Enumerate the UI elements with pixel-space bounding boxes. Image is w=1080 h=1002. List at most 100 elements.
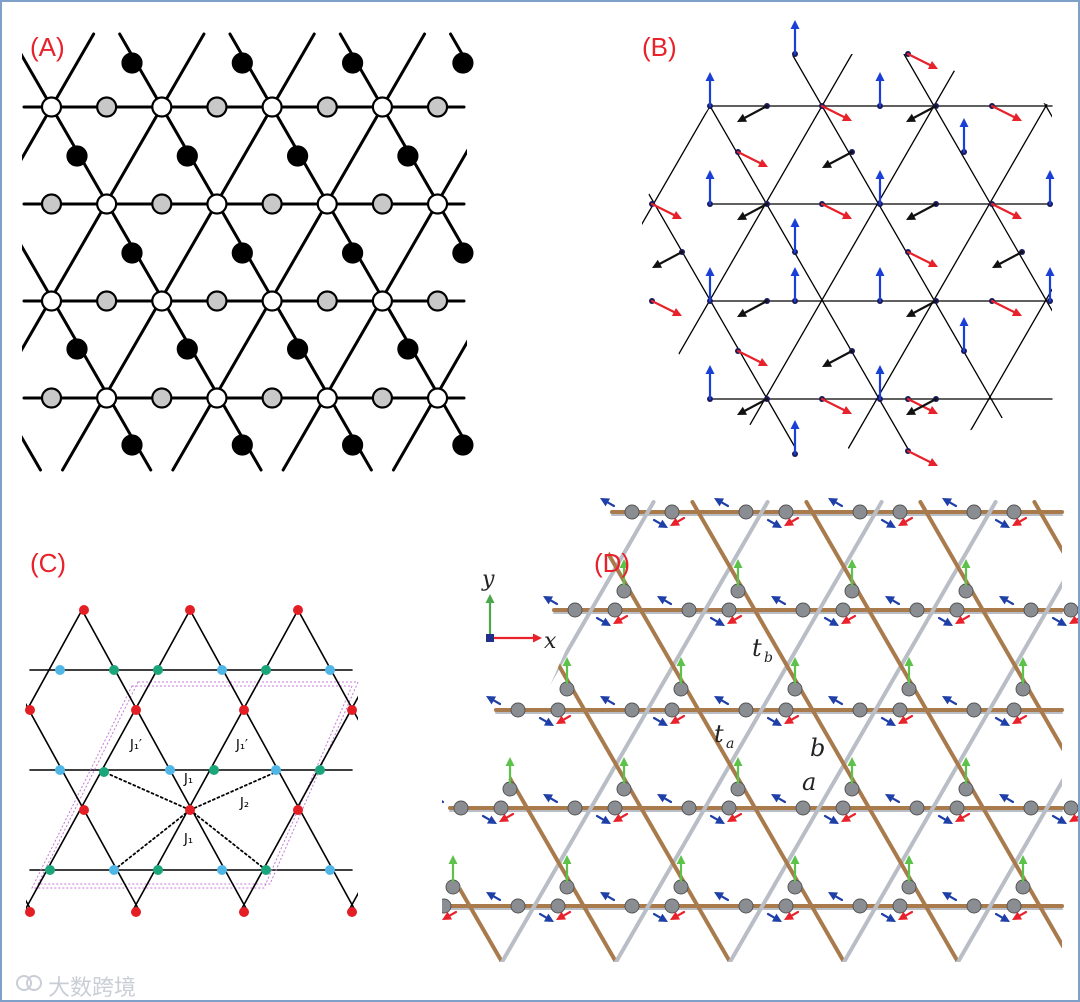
lattice-site [316, 193, 338, 215]
spin-red-arrow-head [955, 615, 966, 624]
lattice-site [121, 52, 143, 74]
diagonal-bond [26, 899, 33, 913]
diagonal-bond [847, 54, 1052, 449]
y-axis-arrow-head [485, 594, 495, 603]
lattice-site [261, 387, 283, 409]
brown-bond [918, 500, 1062, 962]
lattice-site [426, 96, 449, 118]
spin-blue-arrow-head [885, 596, 896, 605]
label-j1-prime-right: J₁′ [236, 738, 248, 753]
spin-blue-arrow-head [942, 498, 953, 507]
spin-up-arrow-head [959, 317, 969, 326]
atom [795, 800, 811, 816]
atom [721, 602, 737, 618]
brown-bond [450, 500, 618, 962]
spin-blue-arrow-head [714, 696, 725, 705]
spin-green-arrow-head [676, 657, 686, 666]
spin-red-arrow-head [1011, 307, 1022, 316]
spin-green-arrow-head [619, 559, 629, 568]
lattice-site [342, 434, 364, 456]
atom [738, 504, 754, 520]
spin-blue-arrow-head [828, 696, 839, 705]
spin-red-arrow-head [841, 210, 852, 219]
spin-green-arrow-head [733, 757, 743, 766]
spin-red-arrow-head [727, 615, 738, 624]
spin-blue-arrow-head [600, 617, 611, 626]
spin-blue-arrow [720, 895, 730, 902]
spin-blue-arrow-head [543, 913, 554, 922]
green-site [209, 765, 219, 775]
atom [738, 702, 754, 718]
spin-blue-arrow [663, 599, 673, 606]
spin-blue-arrow-head [885, 717, 896, 726]
lattice-site [397, 145, 419, 167]
spin-green-arrow-head [961, 757, 971, 766]
spin-green-arrow-head [1018, 855, 1028, 864]
green-site [99, 767, 109, 777]
lattice-site [426, 290, 449, 312]
diagonal-bond [642, 54, 853, 449]
spin-red-arrow-head [1012, 715, 1023, 724]
lattice-site [206, 193, 228, 215]
spin-blue-arrow-head [999, 717, 1010, 726]
green-site [45, 865, 55, 875]
brown-bond [690, 500, 960, 962]
spin-red-arrow [906, 449, 932, 464]
atom [550, 702, 566, 718]
spin-blue-arrow [891, 599, 901, 606]
spin-green-arrow-head [847, 757, 857, 766]
lattice-site [40, 290, 63, 312]
diagonal-bond [81, 609, 249, 913]
spin-red-arrow [650, 202, 676, 217]
spin-blue-arrow-head [657, 794, 668, 803]
spin-blue-arrow-head [600, 815, 611, 824]
spin-red-arrow-head [784, 715, 795, 724]
spin-red-arrow-head [898, 517, 909, 526]
atom [493, 800, 509, 816]
lattice-site [96, 193, 118, 215]
spin-blue-arrow-head [486, 696, 497, 705]
spin-green-arrow-head [562, 855, 572, 864]
spin-blue-arrow [1051, 814, 1061, 821]
red-site [239, 907, 249, 917]
atom [624, 504, 640, 520]
lattice-site [40, 387, 63, 409]
spin-blue-arrow [948, 501, 958, 508]
label-j1-top: J₁ [184, 772, 194, 787]
spin-up-arrow-head [790, 420, 800, 429]
lattice-site [371, 96, 393, 118]
lattice-site [287, 338, 309, 360]
spin-green-arrow-head [790, 657, 800, 666]
green-site [315, 765, 325, 775]
spin-red-arrow-head [784, 517, 795, 526]
atom [835, 800, 851, 816]
red-site [25, 907, 35, 917]
spin-red-arrow-head [613, 813, 624, 822]
lattice-site [397, 338, 419, 360]
spin-red-arrow [733, 812, 743, 819]
spin-blue-arrow-head [999, 596, 1010, 605]
tb-label: t [752, 634, 762, 662]
lattice-site [452, 52, 474, 74]
spin-red-arrow-head [727, 813, 738, 822]
spin-red-arrow-head [499, 813, 510, 822]
lattice-site [261, 193, 283, 215]
spin-up-arrow-head [875, 267, 885, 276]
spin-blue-arrow [994, 912, 1004, 919]
spin-blue-arrow [834, 699, 844, 706]
label-j1-bottom: J₁ [184, 832, 194, 847]
spin-blue-arrow-head [771, 913, 782, 922]
spin-red-arrow-head [1011, 210, 1022, 219]
spin-red-arrow [1018, 910, 1028, 917]
diagonal-bond [542, 54, 628, 448]
spin-red-arrow-head [556, 715, 567, 724]
lattice-site [342, 242, 364, 264]
spin-blue-arrow [1051, 616, 1061, 623]
atom [949, 602, 965, 618]
spin-red-arrow-head [1069, 813, 1078, 822]
spin-black-arrow [998, 250, 1024, 265]
kagome-lattice-diagram [22, 32, 474, 472]
spin-blue-arrow-head [999, 913, 1010, 922]
lattice-site [426, 193, 449, 215]
atom [909, 800, 925, 816]
